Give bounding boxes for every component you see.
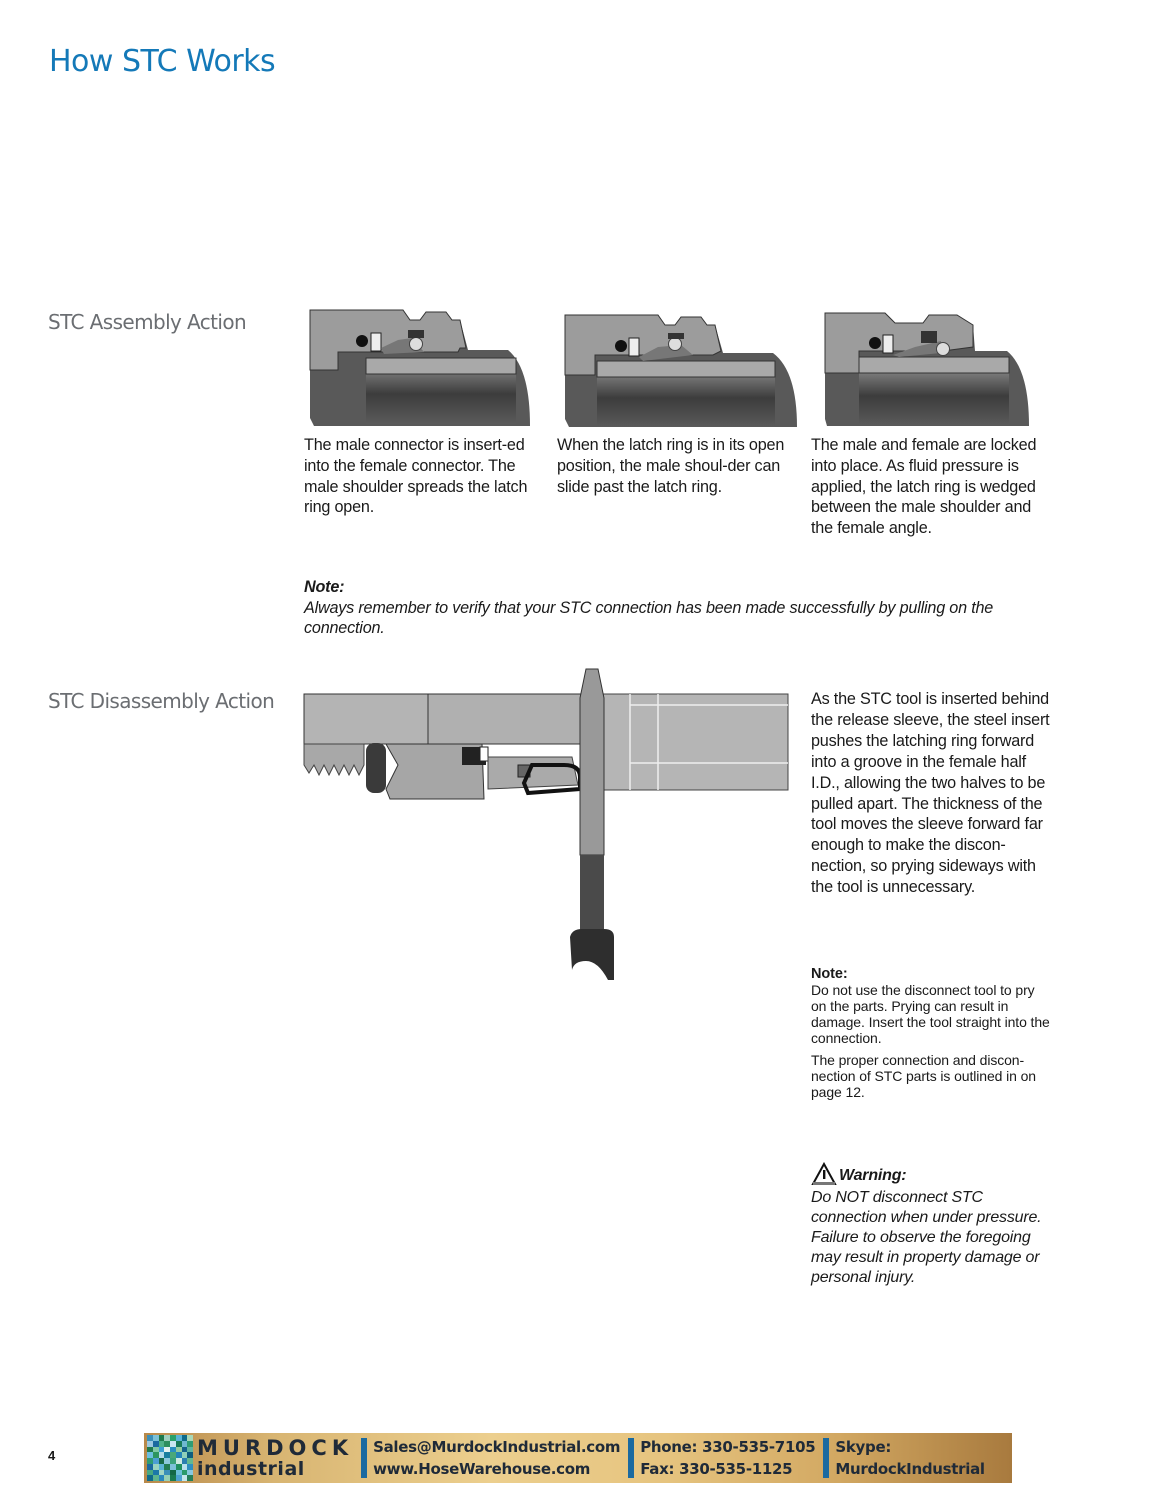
assembly-step-2-diagram	[563, 313, 799, 429]
warning-heading: Warning:	[839, 1167, 907, 1184]
disassembly-note-paragraph: Do not use the disconnect tool to pry on…	[811, 982, 1050, 1046]
assembly-note-heading: Note:	[304, 578, 345, 596]
page-title: How STC Works	[49, 44, 276, 79]
footer-skype-label: Skype:	[835, 1438, 892, 1456]
footer-skype-id: MurdockIndustrial	[835, 1460, 985, 1478]
assembly-step-3-diagram	[823, 311, 1031, 428]
disassembly-diagram	[302, 665, 792, 980]
assembly-step-1-diagram	[308, 308, 532, 428]
warning-block: Warning: Do NOT disconnect STC connectio…	[811, 1161, 1051, 1288]
murdock-logo-mosaic-icon	[147, 1435, 193, 1481]
footer-divider	[823, 1438, 830, 1478]
footer-contact-phone: Phone: 330-535-7105 Fax: 330-535-1125	[640, 1436, 815, 1480]
footer-contact-web: Sales@MurdockIndustrial.com www.HoseWare…	[373, 1436, 620, 1480]
assembly-note-text: Always remember to verify that your STC …	[304, 598, 994, 638]
disassembly-description: As the STC tool is inserted behind the r…	[811, 690, 1050, 897]
disassembly-note: Note: Do not use the disconnect tool to …	[811, 966, 1051, 1106]
footer-banner: MURDOCK industrial Sales@MurdockIndustri…	[144, 1433, 1012, 1483]
section-label-assembly: STC Assembly Action	[48, 310, 247, 334]
murdock-brand: MURDOCK industrial	[197, 1435, 354, 1480]
warning-triangle-icon	[811, 1161, 837, 1186]
footer-email-link[interactable]: Sales@MurdockIndustrial.com	[373, 1438, 621, 1456]
footer-divider	[361, 1438, 368, 1478]
footer-divider	[628, 1438, 635, 1478]
page-number: 4	[48, 1448, 56, 1463]
disassembly-note-heading: Note:	[811, 966, 848, 982]
disassembly-note-paragraph: The proper connection and discon-nection…	[811, 1052, 1036, 1100]
footer-fax: Fax: 330-535-1125	[640, 1460, 793, 1478]
brand-name: MURDOCK	[197, 1435, 354, 1460]
warning-text: Do NOT disconnect STC connection when un…	[811, 1189, 1042, 1286]
footer-website-link[interactable]: www.HoseWarehouse.com	[373, 1460, 591, 1478]
section-label-disassembly: STC Disassembly Action	[48, 689, 275, 713]
assembly-step-3-caption: The male and female are locked into plac…	[811, 436, 1037, 538]
brand-subtitle: industrial	[197, 1457, 305, 1480]
assembly-step-2-caption: When the latch ring is in its open posit…	[557, 436, 785, 496]
footer-phone: Phone: 330-535-7105	[640, 1438, 816, 1456]
assembly-step-1-caption: The male connector is insert-ed into the…	[304, 436, 528, 517]
footer-contact-skype: Skype: MurdockIndustrial	[835, 1436, 985, 1480]
assembly-note: Note: Always remember to verify that you…	[304, 577, 1044, 639]
